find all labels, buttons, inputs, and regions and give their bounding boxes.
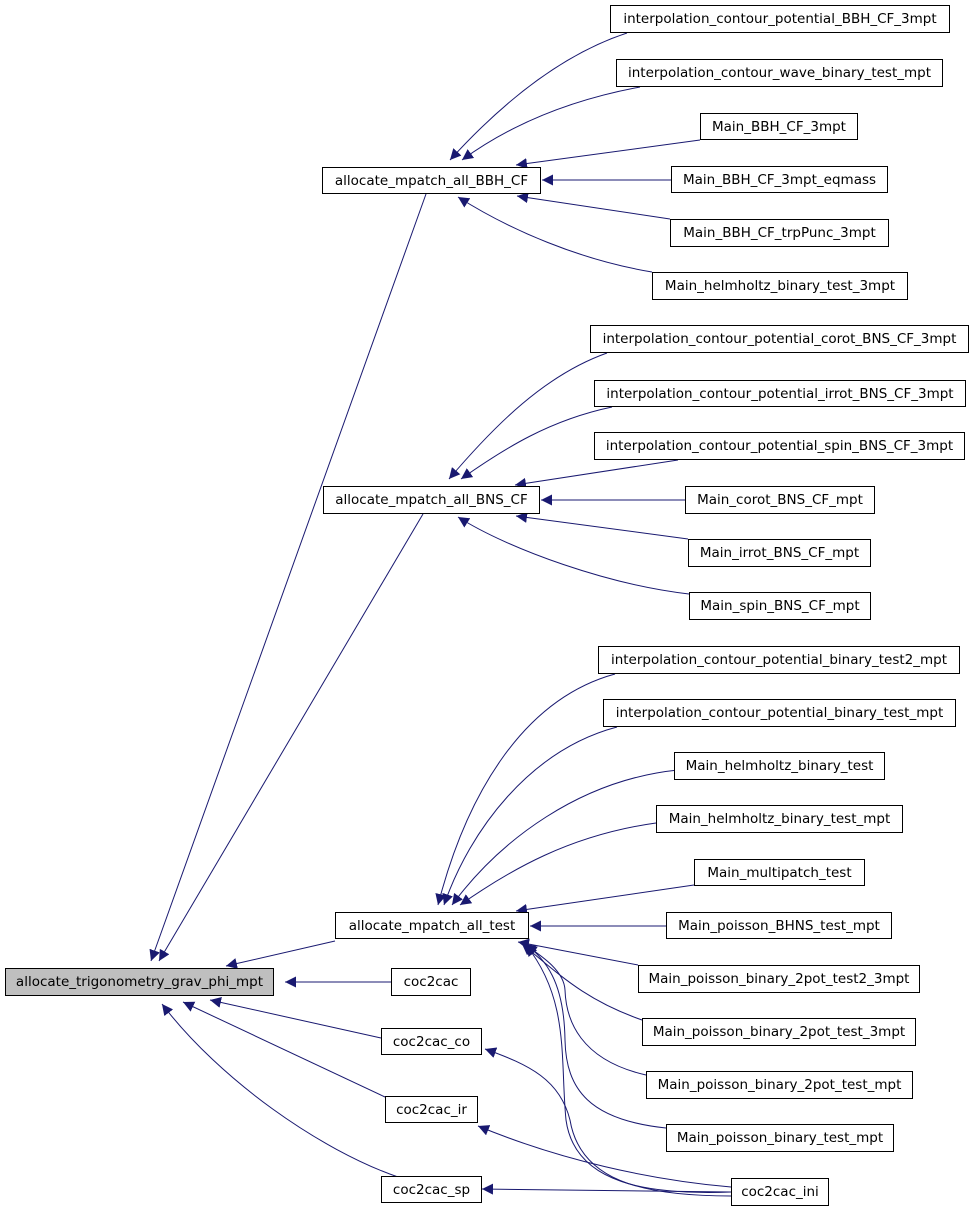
node-root-allocate-trigonometry-grav-phi-mpt[interactable]: allocate_trigonometry_grav_phi_mpt [5,968,274,996]
node-interpolation-contour-potential-spin-bns-cf-3mpt[interactable]: interpolation_contour_potential_spin_BNS… [594,432,965,460]
edge-bbh6-to-bbh [457,196,653,273]
node-interpolation-contour-potential-binary-test2-mpt[interactable]: interpolation_contour_potential_binary_t… [598,646,960,674]
edge-bns1-to-bns [448,352,608,480]
node-main-multipatch-test[interactable]: Main_multipatch_test [694,859,865,886]
node-allocate-mpatch-all-bbh-cf[interactable]: allocate_mpatch_all_BBH_CF [322,167,541,194]
edge-bns2-to-bns [460,406,613,480]
node-main-poisson-binary-test-mpt[interactable]: Main_poisson_binary_test_mpt [666,1124,894,1152]
node-allocate-mpatch-all-test[interactable]: allocate_mpatch_all_test [335,912,529,939]
node-coc2cac-sp[interactable]: coc2cac_sp [381,1176,482,1203]
edge-t2-to-test [442,726,618,906]
edge-coc-sp-to-root [161,1003,399,1178]
edge-bbh2-to-bbh [461,86,641,161]
node-main-bbh-cf-trppunc-3mpt[interactable]: Main_BBH_CF_trpPunc_3mpt [670,219,889,247]
edge-t5-to-test [515,884,695,915]
node-interpolation-contour-potential-irrot-bns-cf-3mpt[interactable]: interpolation_contour_potential_irrot_BN… [594,380,966,407]
node-main-poisson-bhns-test-mpt[interactable]: Main_poisson_BHNS_test_mpt [666,912,892,939]
edge-t10-to-test [525,943,667,1129]
node-main-corot-bns-cf-mpt[interactable]: Main_corot_BNS_CF_mpt [685,486,875,514]
node-interpolation-contour-wave-binary-test-mpt[interactable]: interpolation_contour_wave_binary_test_m… [616,59,943,87]
node-allocate-mpatch-all-bns-cf[interactable]: allocate_mpatch_all_BNS_CF [323,486,540,514]
node-main-poisson-binary-2pot-test2-3mpt[interactable]: Main_poisson_binary_2pot_test2_3mpt [638,965,920,993]
node-main-spin-bns-cf-mpt[interactable]: Main_spin_BNS_CF_mpt [689,592,871,620]
edge-coc-ini-to-test [525,944,732,1193]
edge-bns6-to-bns [457,516,690,595]
node-main-helmholtz-binary-test[interactable]: Main_helmholtz_binary_test [674,752,885,780]
node-main-poisson-binary-2pot-test-3mpt[interactable]: Main_poisson_binary_2pot_test_3mpt [642,1018,916,1046]
edge-coc-ini-to-coc-ir [477,1125,732,1188]
node-coc2cac-ini[interactable]: coc2cac_ini [731,1178,829,1206]
node-main-irrot-bns-cf-mpt[interactable]: Main_irrot_BNS_CF_mpt [688,539,871,567]
edge-coc-ir-to-root [182,1001,386,1098]
edge-bns-to-root [158,513,424,962]
edge-coc-co-to-root [209,997,382,1039]
edge-bbh3-to-bbh [515,139,701,169]
edge-bbh1-to-bbh [449,32,628,161]
edge-coc-ini-to-coc-sp [481,1183,732,1195]
edge-bbh5-to-bbh [516,192,671,220]
node-coc2cac-co[interactable]: coc2cac_co [381,1028,482,1055]
node-coc2cac[interactable]: coc2cac [391,968,471,996]
edge-test-to-root [225,940,336,969]
node-main-helmholtz-binary-test-mpt[interactable]: Main_helmholtz_binary_test_mpt [656,805,903,833]
node-main-helmholtz-binary-test-3mpt[interactable]: Main_helmholtz_binary_test_3mpt [652,272,908,300]
node-main-bbh-cf-3mpt-eqmass[interactable]: Main_BBH_CF_3mpt_eqmass [671,166,888,193]
node-interpolation-contour-potential-binary-test-mpt[interactable]: interpolation_contour_potential_binary_t… [603,699,956,727]
edge-t3-to-test [451,769,679,906]
edge-t4-to-test [459,822,657,906]
edge-bns5-to-bns [515,512,689,540]
node-interpolation-contour-potential-corot-bns-cf-3mpt[interactable]: interpolation_contour_potential_corot_BN… [590,325,969,353]
edge-t9-to-test [523,943,647,1076]
node-interpolation-contour-potential-bbh-cf-3mpt[interactable]: interpolation_contour_potential_BBH_CF_3… [610,5,950,33]
edge-bns3-to-bns [514,459,679,489]
node-main-poisson-binary-2pot-test-mpt[interactable]: Main_poisson_binary_2pot_test_mpt [646,1071,913,1099]
edge-bbh-to-root [149,193,427,962]
node-main-bbh-cf-3mpt[interactable]: Main_BBH_CF_3mpt [700,113,858,140]
edge-t1-to-test [435,673,616,906]
edge-t7-to-test [517,938,639,966]
node-coc2cac-ir[interactable]: coc2cac_ir [385,1096,478,1123]
